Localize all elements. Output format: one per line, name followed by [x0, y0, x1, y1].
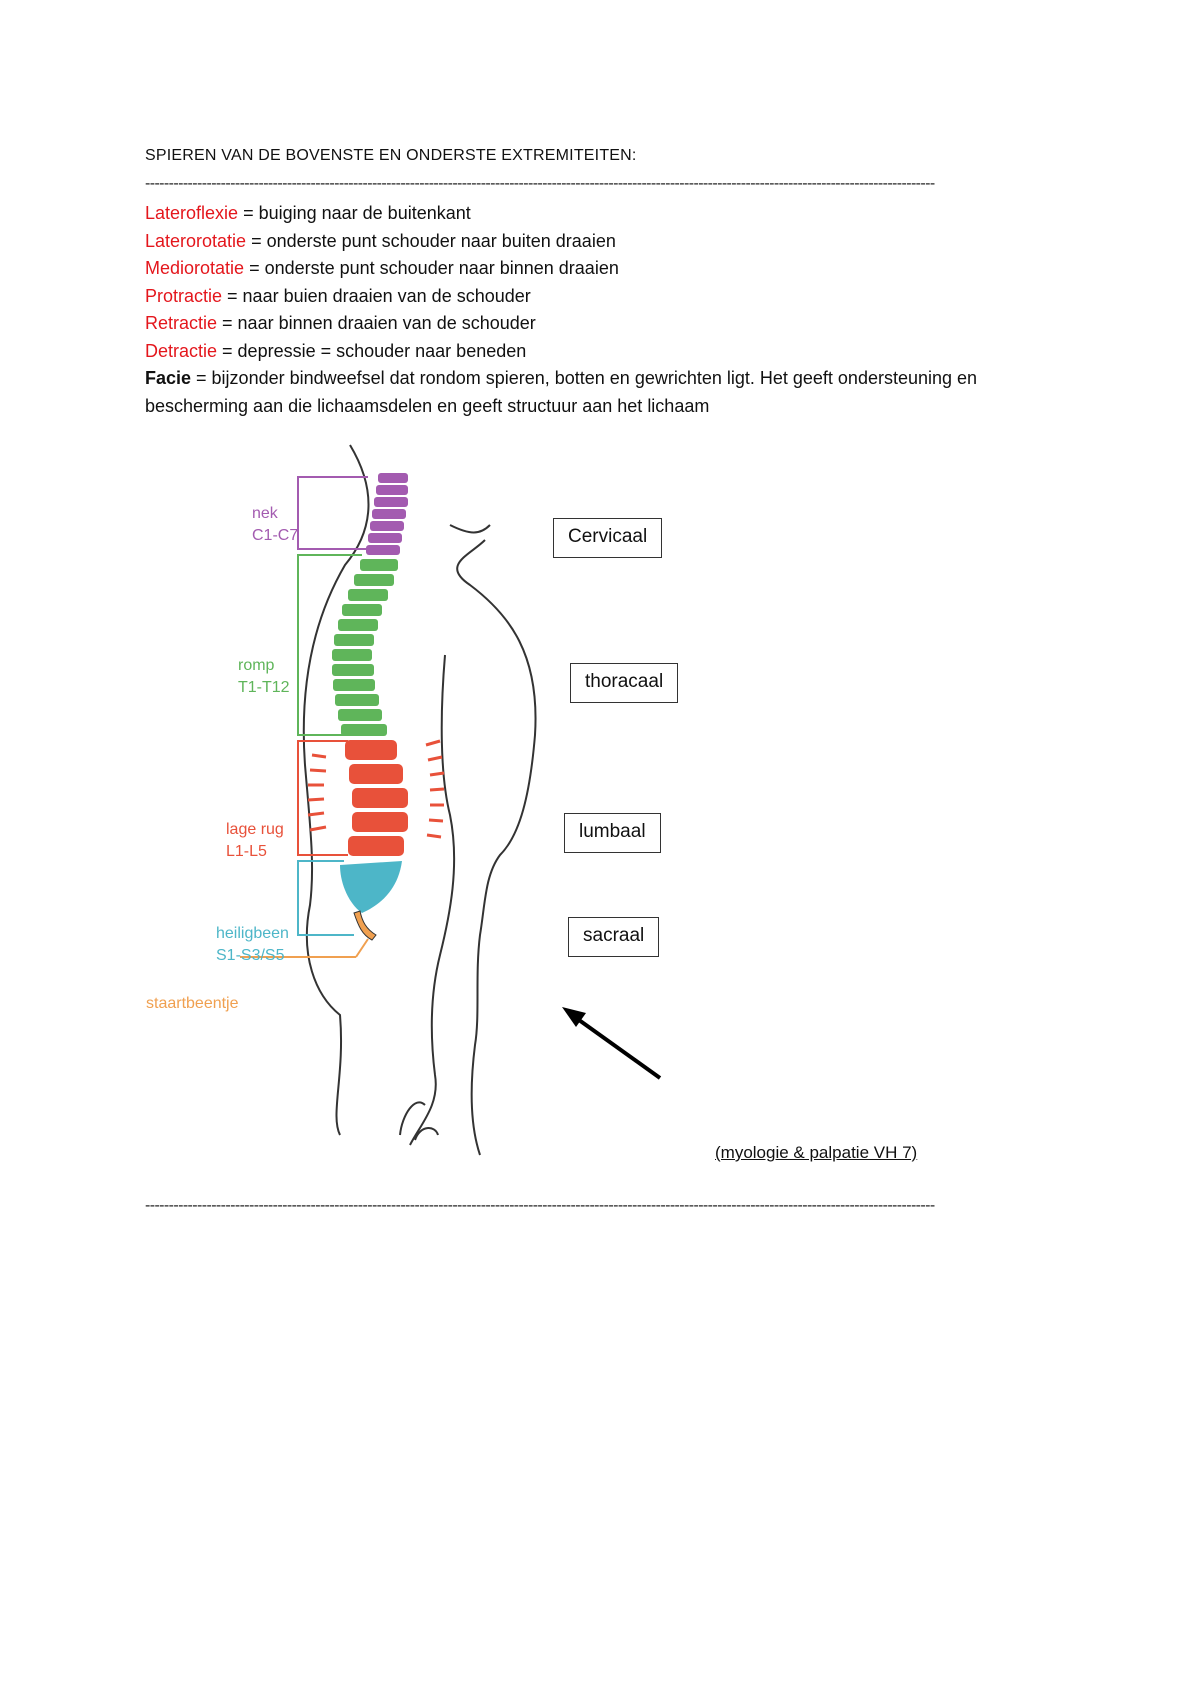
definition-term: Lateroflexie — [145, 203, 238, 223]
definition-detractie: Detractie = depressie = schouder naar be… — [145, 338, 1075, 366]
definition-term: Mediorotatie — [145, 258, 244, 278]
cervical-vertebrae — [366, 473, 408, 555]
definition-text: = buiging naar de buitenkant — [238, 203, 471, 223]
definition-retractie: Retractie = naar binnen draaien van de s… — [145, 310, 1075, 338]
definition-lateroflexie: Lateroflexie = buiging naar de buitenkan… — [145, 200, 1075, 228]
definition-term: Retractie — [145, 313, 217, 333]
arrow-icon — [562, 1007, 660, 1078]
definition-facie: Facie = bijzonder bindweefsel dat rondom… — [145, 365, 1075, 420]
sacrum — [340, 861, 402, 913]
region-range: T1-T12 — [238, 677, 290, 699]
spine-figure: nek C1-C7 romp T1-T12 lage rug L1-L5 hei… — [140, 435, 960, 1175]
definition-mediorotatie: Mediorotatie = onderste punt schouder na… — [145, 255, 1075, 283]
definitions-list: Lateroflexie = buiging naar de buitenkan… — [145, 200, 1075, 420]
definition-term: Laterorotatie — [145, 231, 246, 251]
definition-text: = depressie = schouder naar beneden — [217, 341, 526, 361]
definition-text: = onderste punt schouder naar binnen dra… — [244, 258, 619, 278]
region-name: heiligbeen — [216, 923, 289, 945]
definition-text: = bijzonder bindweefsel dat rondom spier… — [145, 368, 977, 416]
document-title: SPIEREN VAN DE BOVENSTE EN ONDERSTE EXTR… — [145, 147, 637, 165]
label-thoracaal: thoracaal — [570, 663, 678, 703]
region-label-heiligbeen: heiligbeen S1-S3/S5 — [216, 923, 289, 967]
region-range: S1-S3/S5 — [216, 945, 289, 967]
region-label-nek: nek C1-C7 — [252, 503, 298, 547]
definition-protractie: Protractie = naar buien draaien van de s… — [145, 283, 1075, 311]
body-outline — [304, 445, 536, 1155]
label-cervicaal: Cervicaal — [553, 518, 662, 558]
coccyx — [354, 911, 376, 940]
region-name: lage rug — [226, 819, 284, 841]
label-lumbaal: lumbaal — [564, 813, 661, 853]
region-label-staartbeentje: staartbeentje — [146, 995, 239, 1013]
source-credit: (myologie & palpatie VH 7) — [715, 1143, 917, 1163]
definition-term: Detractie — [145, 341, 217, 361]
label-sacraal: sacraal — [568, 917, 659, 957]
region-name: nek — [252, 503, 298, 525]
separator-top: ----------------------------------------… — [145, 175, 1057, 193]
region-label-romp: romp T1-T12 — [238, 655, 290, 699]
separator-bottom: ----------------------------------------… — [145, 1197, 1063, 1215]
region-name: romp — [238, 655, 290, 677]
definition-text: = naar binnen draaien van de schouder — [217, 313, 536, 333]
region-label-lage-rug: lage rug L1-L5 — [226, 819, 284, 863]
region-range: C1-C7 — [252, 525, 298, 547]
definition-term: Facie — [145, 368, 191, 388]
lumbar-vertebrae — [345, 740, 408, 856]
definition-term: Protractie — [145, 286, 222, 306]
definition-text: = naar buien draaien van de schouder — [222, 286, 531, 306]
definition-laterorotatie: Laterorotatie = onderste punt schouder n… — [145, 228, 1075, 256]
thoracic-vertebrae — [332, 559, 398, 736]
region-range: L1-L5 — [226, 841, 284, 863]
definition-text: = onderste punt schouder naar buiten dra… — [246, 231, 616, 251]
